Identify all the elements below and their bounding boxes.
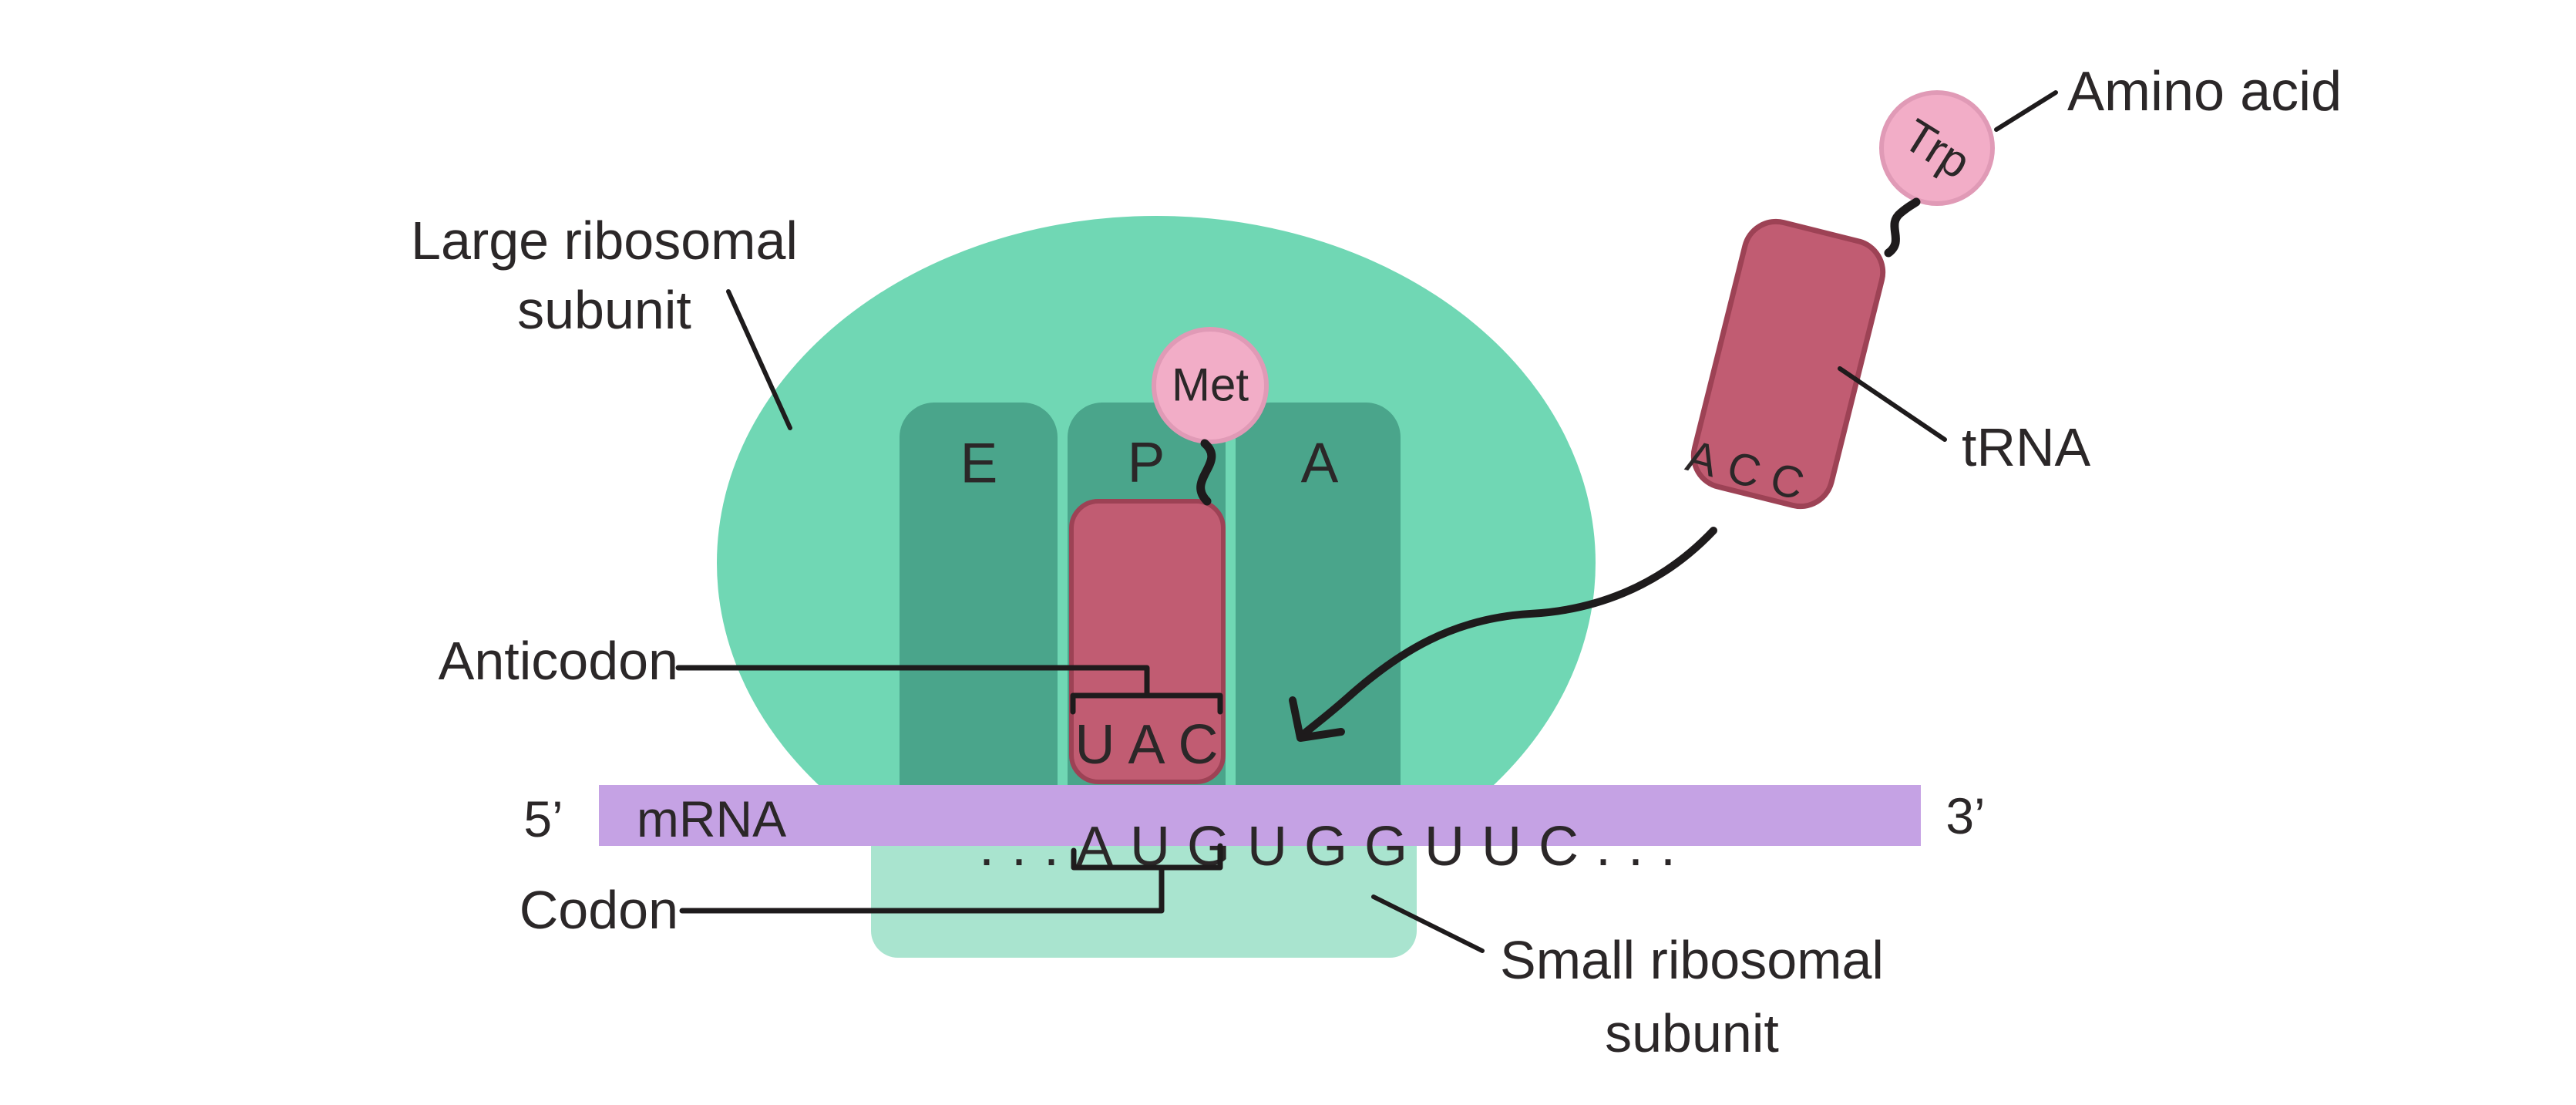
- site-column-e: [900, 403, 1058, 785]
- p-site-trna: [1069, 499, 1226, 784]
- trna-pointer-line: [1838, 366, 1947, 442]
- trna-label: tRNA: [1962, 417, 2091, 477]
- large-subunit-label-line2: subunit: [517, 280, 691, 340]
- site-label-e: E: [960, 432, 998, 495]
- large-subunit-pointer-line: [726, 289, 792, 430]
- codon-bracket: [1071, 843, 1223, 871]
- mrna-bar: [599, 785, 1921, 846]
- mrna-label: mRNA: [636, 790, 787, 847]
- trp-linker-squiggle: [1884, 197, 1921, 258]
- five-prime-label: 5’: [523, 790, 563, 847]
- met-amino-acid-circle: [1152, 327, 1269, 444]
- small-subunit-label-line2: subunit: [1605, 1003, 1779, 1063]
- met-linker-squiggle: [1196, 439, 1216, 506]
- codon-label: Codon: [519, 880, 678, 940]
- anticodon-label: Anticodon: [438, 631, 678, 691]
- large-ribosomal-subunit-label: Large ribosomal subunit: [411, 206, 798, 345]
- anticodon-pointer-line: [675, 665, 1150, 699]
- met-label: Met: [1171, 359, 1249, 411]
- small-ribosomal-subunit-label: Small ribosomal subunit: [1500, 924, 1884, 1070]
- three-prime-label: 3’: [1945, 787, 1986, 844]
- trp-amino-acid-circle: [1879, 90, 1995, 206]
- amino-acid-label: Amino acid: [2067, 61, 2342, 123]
- small-subunit-label-line1: Small ribosomal: [1500, 930, 1884, 990]
- small-subunit-pointer-line: [1371, 894, 1485, 953]
- codon-pointer-line: [679, 864, 1165, 914]
- site-label-p: P: [1127, 431, 1165, 494]
- large-subunit-label-line1: Large ribosomal: [411, 211, 798, 271]
- anticodon-bracket: [1070, 692, 1223, 715]
- site-label-a: A: [1300, 432, 1339, 495]
- amino-acid-pointer-line: [1994, 90, 2058, 132]
- uac-anticodon-text: UAC: [1074, 714, 1232, 776]
- trna-entry-arrow: [1299, 527, 1717, 739]
- trna-entry-arrowhead: [1289, 696, 1345, 742]
